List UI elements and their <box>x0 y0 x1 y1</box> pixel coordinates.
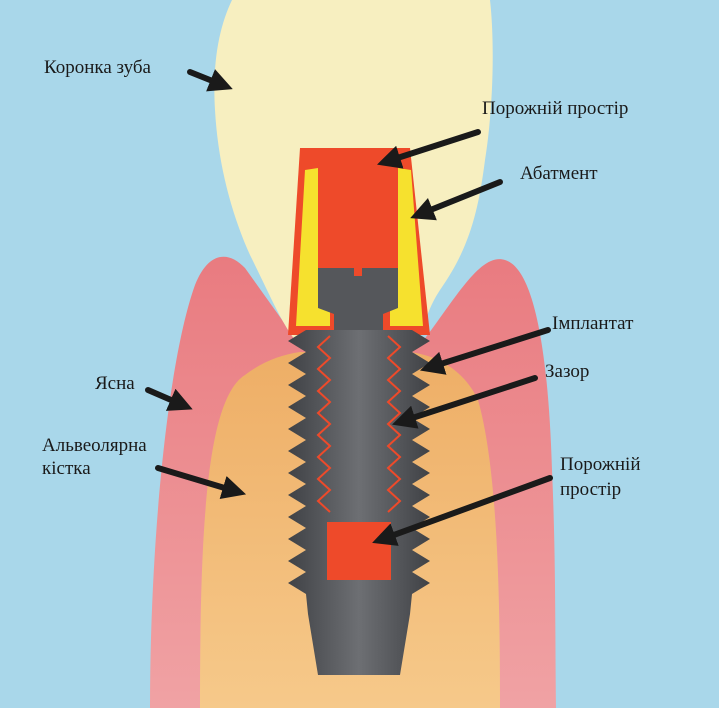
arrow-gum <box>145 387 193 411</box>
arrow-empty-space-top <box>377 129 481 169</box>
label-implant: Імплантат <box>552 313 634 334</box>
label-empty-space-bottom-line2: простір <box>560 479 622 500</box>
label-bone-line1: Альвеолярна <box>42 435 147 456</box>
label-gap: Зазор <box>545 361 590 382</box>
arrow-empty-space-bottom <box>372 475 553 546</box>
label-bone-line2: кістка <box>42 458 91 479</box>
gap-line-right <box>386 335 402 513</box>
implant-head <box>318 268 398 330</box>
label-empty-space-bottom-line1: Порожній <box>560 454 641 475</box>
gap-line-left <box>316 335 332 513</box>
abutment-sleeve <box>296 168 330 326</box>
label-gum: Ясна <box>95 373 135 394</box>
arrow-implant <box>419 327 551 375</box>
label-abutment: Абатмент <box>520 163 598 184</box>
arrow-crown <box>187 69 233 92</box>
arrow-bone <box>155 465 247 500</box>
abutment-sleeve <box>390 168 423 326</box>
arrow-abutment <box>410 179 503 221</box>
label-crown: Коронка зуба <box>44 57 151 78</box>
arrow-gap <box>392 375 538 429</box>
label-empty-space-top: Порожній простір <box>482 98 629 119</box>
empty-space-bottom <box>327 522 391 580</box>
